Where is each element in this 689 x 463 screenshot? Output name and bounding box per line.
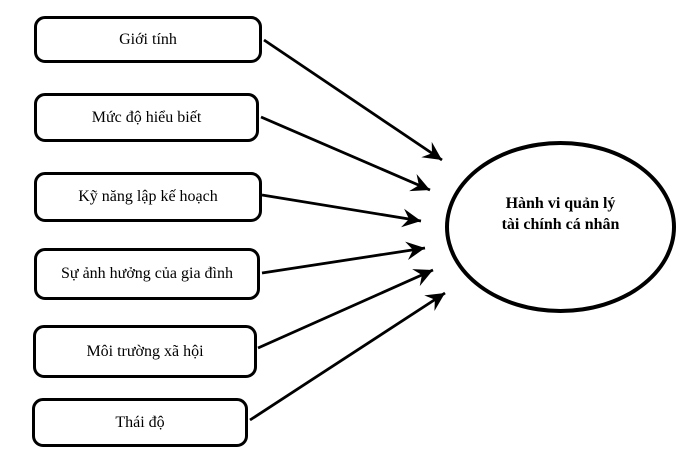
factor-label: Thái độ	[115, 413, 165, 431]
arrow-ky-nang-lap-ke-hoach	[261, 193, 422, 228]
outcome-ellipse: Hành vi quản lý tài chính cá nhân	[445, 141, 676, 313]
factor-label: Mức độ hiểu biết	[91, 108, 202, 126]
factor-label: Sự ảnh hưởng của gia đình	[61, 265, 233, 282]
factor-label: Kỹ năng lập kế hoạch	[78, 188, 218, 205]
outcome-label-line1: Hành vi quản lý	[505, 195, 616, 213]
factor-label: Môi trường xã hội	[86, 342, 204, 360]
arrow-gioi-tinh	[263, 38, 443, 162]
factor-box-gioi-tinh: Giới tính	[34, 16, 262, 63]
factor-label: Giới tính	[119, 30, 177, 48]
arrow-thai-do	[249, 291, 446, 422]
outcome-label-line2: tài chính cá nhân	[501, 216, 620, 233]
factor-box-muc-do-hieu-biet: Mức độ hiểu biết	[34, 93, 259, 142]
outcome-label: Hành vi quản lý tài chính cá nhân	[502, 194, 620, 236]
factor-box-su-anh-huong-cua-gia-dinh: Sự ảnh hưởng của gia đình	[34, 248, 260, 300]
arrow-su-anh-huong-cua-gia-dinh	[261, 241, 426, 275]
factor-box-ky-nang-lap-ke-hoach: Kỹ năng lập kế hoạch	[34, 172, 262, 222]
arrow-muc-do-hieu-biet	[260, 115, 431, 192]
factor-box-thai-do: Thái độ	[32, 398, 248, 447]
factor-box-moi-truong-xa-hoi: Môi trường xã hội	[33, 325, 257, 378]
arrow-moi-truong-xa-hoi	[257, 268, 434, 350]
